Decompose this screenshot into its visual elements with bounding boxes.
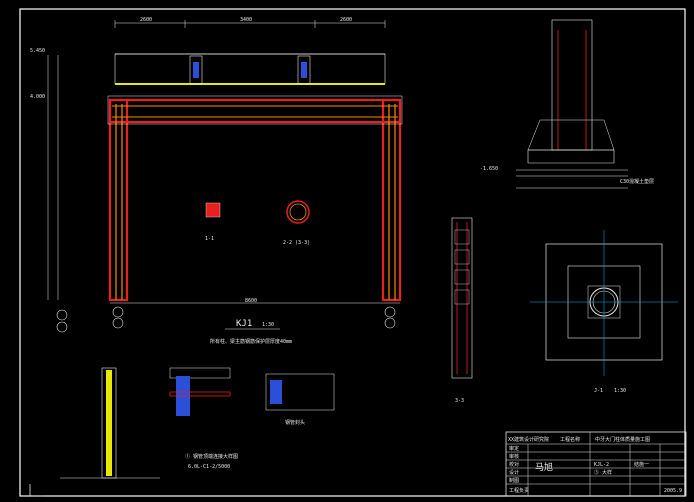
foundation-plan: J-1 1:30 <box>530 230 678 394</box>
detail-column-top <box>60 367 160 479</box>
detail1-sub: 6.0L-C1-2/5000 <box>188 464 230 470</box>
plan-scale: 1:30 <box>614 388 626 394</box>
tb-company: XX建筑设计研究院 <box>508 436 549 443</box>
ucs-icon <box>29 484 44 497</box>
elev-top-label: 5.450 <box>30 48 45 54</box>
title-block: XX建筑设计研究院 工程名称 中牙大门柱体质量施工图 审定 审核 校对 设计 制… <box>505 431 687 497</box>
tb-drawing-no: 结施一 <box>634 461 649 468</box>
tb-date: 2005.9 <box>664 488 682 494</box>
column-3-3-section: 3-3 <box>451 217 473 404</box>
frame-elevation: 2600 3400 2600 5.450 4. <box>30 17 403 345</box>
frame-note: 所有柱、梁主筋钢筋保护层厚度40mm <box>210 338 292 345</box>
tb-row-4: 设计 <box>509 469 519 476</box>
frame-scale: 1:30 <box>262 322 274 328</box>
dim-top-2: 3400 <box>240 17 252 23</box>
detail1-label: ① 钢管顶端连接大样图 <box>185 453 238 460</box>
drawing-border <box>19 8 686 497</box>
dim-top-1: 2600 <box>140 17 152 23</box>
foundation-elev: -1.650 <box>480 166 498 172</box>
elev-mid-label: 4.000 <box>30 94 45 100</box>
column-section-detail: -1.650 C30混凝土垫层 <box>480 19 654 189</box>
tb-row-2: 审核 <box>509 453 519 460</box>
section-1-1-label: 1-1 <box>205 236 214 242</box>
tb-row-6: 工程负责 <box>509 487 529 494</box>
plan-label: J-1 <box>594 388 603 394</box>
frame-title: KJ1 <box>236 319 252 329</box>
tb-row-1: 审定 <box>509 445 519 452</box>
dim-top-3: 2600 <box>340 17 352 23</box>
foundation-label: C30混凝土垫层 <box>620 178 654 185</box>
section-2-2-label: 2-2 (3-3) <box>283 240 310 246</box>
tb-row-5: 制图 <box>509 477 519 484</box>
tb-row-3: 校对 <box>509 461 519 468</box>
detail2-label: 钢管封头 <box>285 419 305 426</box>
detail-pipe-cap: 钢管封头 <box>265 373 335 426</box>
tb-sheet-label: KJL-2 <box>594 462 609 468</box>
tb-signer: 马旭 <box>535 461 553 473</box>
detail-connection: ① 钢管顶端连接大样图 6.0L-C1-2/5000 <box>169 367 238 470</box>
tb-project: 工程名称 <box>560 436 580 443</box>
section-3-3-label: 3-3 <box>455 398 464 404</box>
tb-drawing-name: 中牙大门柱体质量施工图 <box>595 436 650 443</box>
tb-sub-label: ③ 大样 <box>594 469 612 476</box>
span-bottom-label: 8600 <box>245 298 257 304</box>
